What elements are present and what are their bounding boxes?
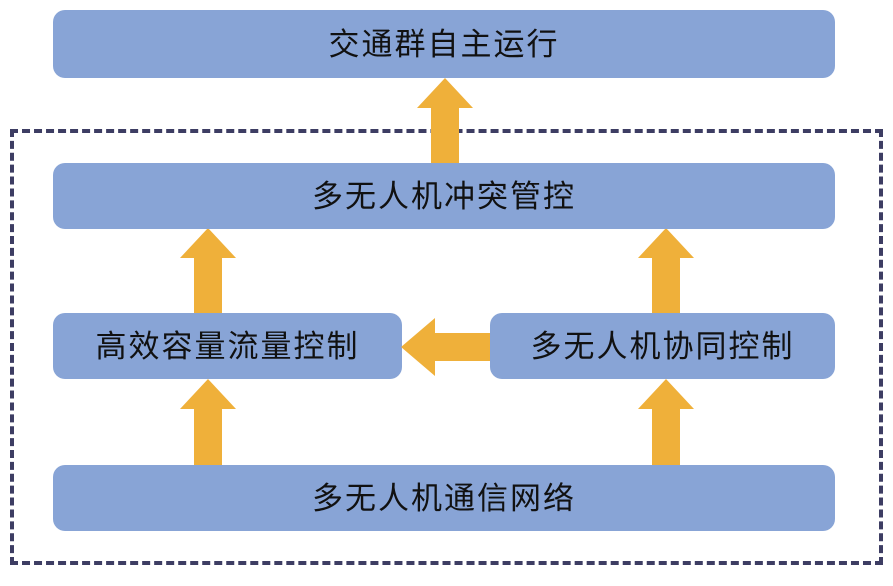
node-label: 多无人机冲突管控	[312, 178, 576, 214]
arrow-conflict-to-autonomous	[417, 78, 473, 164]
node-label: 多无人机协同控制	[530, 328, 795, 364]
node-label: 交通群自主运行	[328, 26, 560, 62]
node-multi-uav-conflict-management[interactable]: 多无人机冲突管控	[53, 163, 835, 229]
arrow-network-to-cooperative	[638, 379, 694, 466]
node-efficient-capacity-flow-control[interactable]: 高效容量流量控制	[53, 313, 402, 379]
arrow-capacity-to-conflict	[180, 228, 236, 314]
node-label: 多无人机通信网络	[312, 480, 576, 516]
node-label: 高效容量流量控制	[95, 328, 360, 364]
arrow-network-to-capacity	[180, 379, 236, 466]
node-traffic-swarm-autonomous-operation[interactable]: 交通群自主运行	[53, 10, 835, 78]
arrow-cooperative-to-conflict	[638, 228, 694, 314]
node-multi-uav-cooperative-control[interactable]: 多无人机协同控制	[490, 313, 835, 379]
node-multi-uav-communication-network[interactable]: 多无人机通信网络	[53, 465, 835, 531]
arrow-cooperative-to-capacity	[401, 318, 491, 376]
